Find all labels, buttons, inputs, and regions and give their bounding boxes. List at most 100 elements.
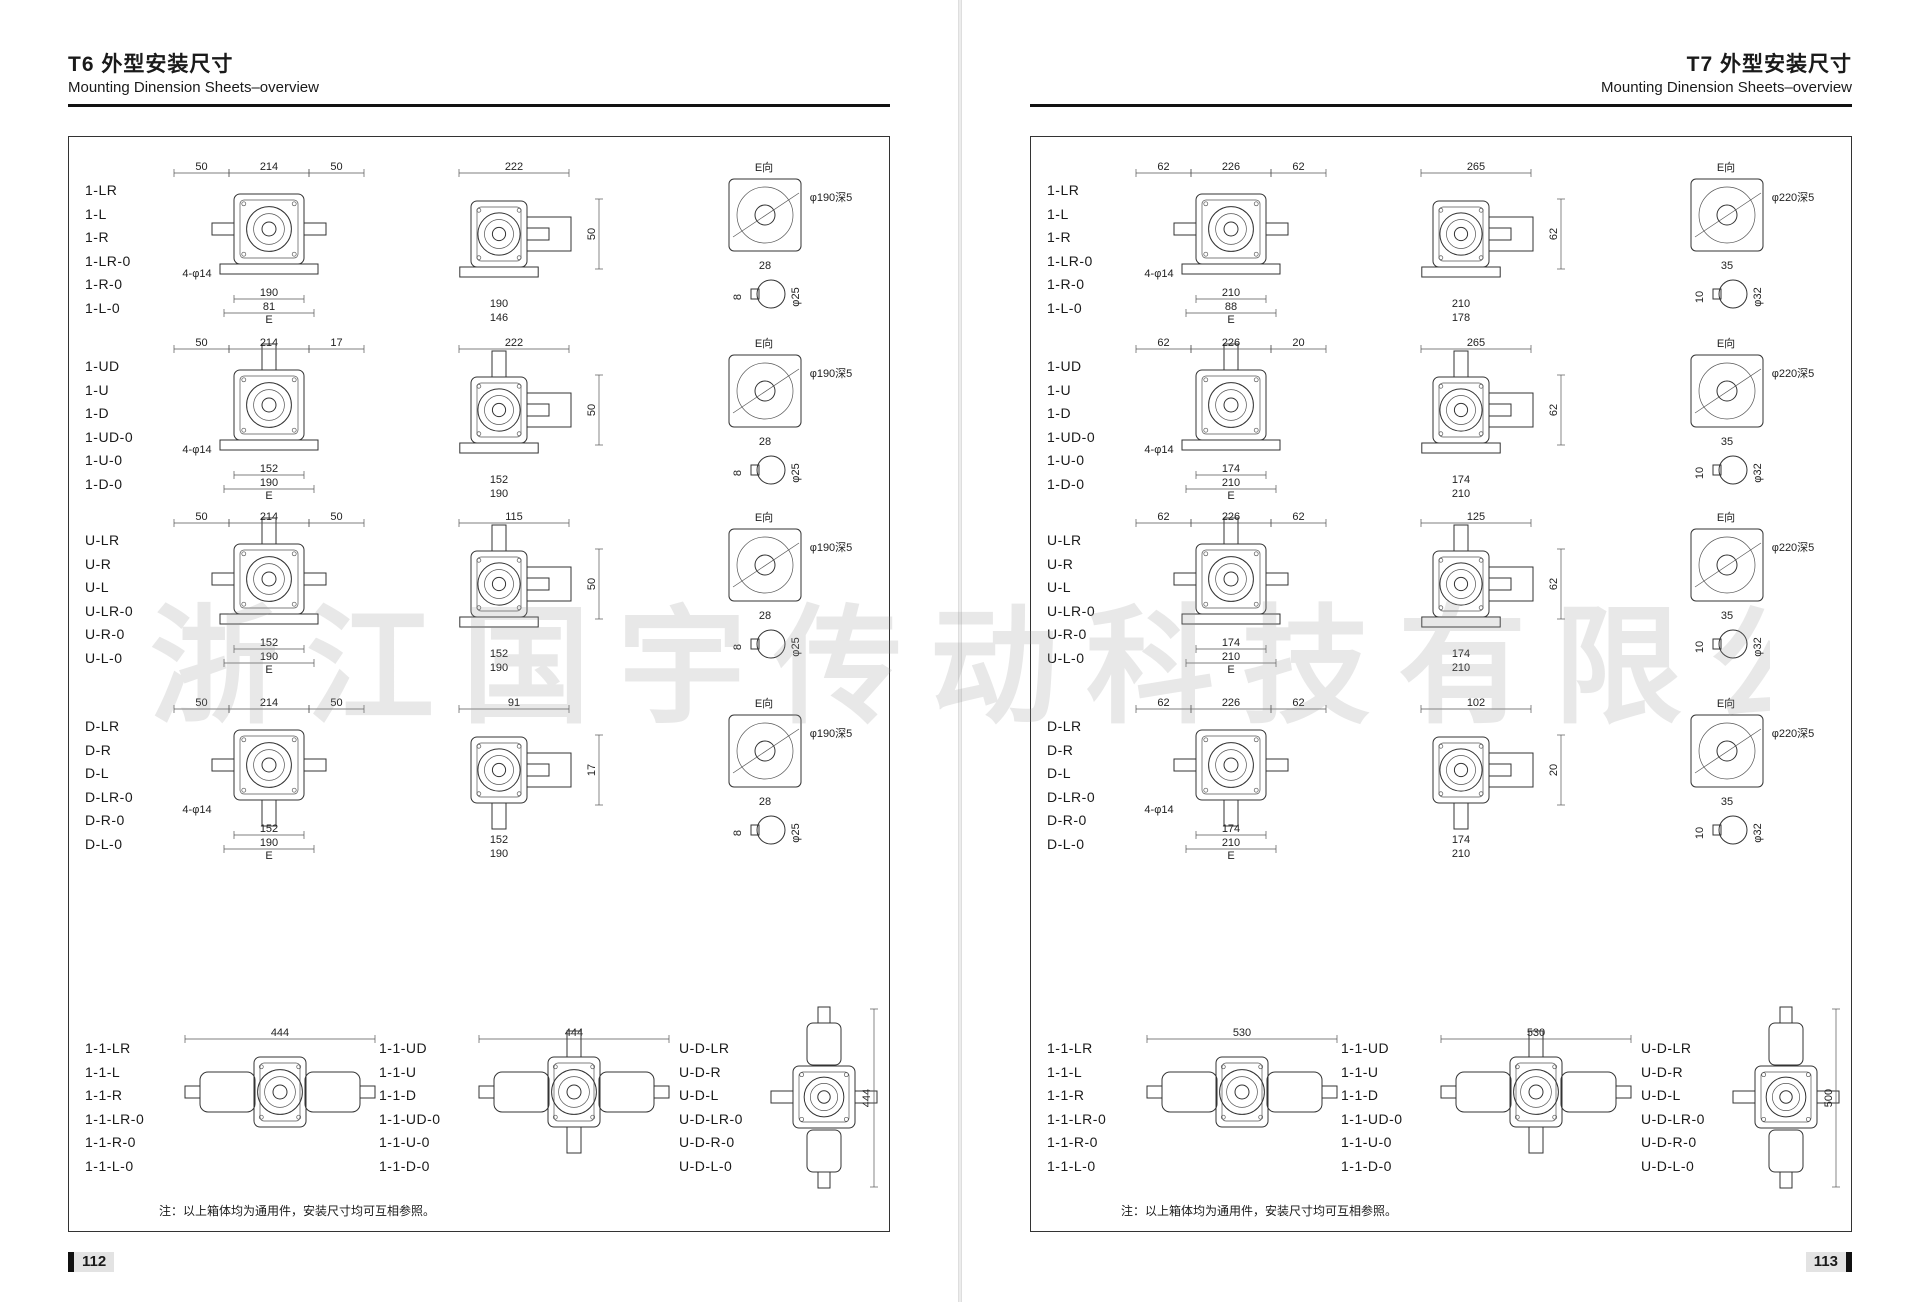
double-unit-drawing: 500 [1732,1005,1846,1195]
model-code: 1-UD-0 [1047,428,1096,445]
e-view-marker: E [265,314,272,326]
model-code: D-LR [1047,718,1082,734]
dim-label: 50 [330,511,342,523]
dim-label: 214 [260,511,278,523]
dim-label: 28 [759,610,771,622]
double-unit-drawing: 530 [1142,1027,1342,1177]
model-code: 1-1-R-0 [1047,1134,1098,1150]
dim-label: 210 [1222,287,1240,299]
model-code: U-D-R-0 [679,1134,735,1150]
dim-label: 265 [1467,161,1485,173]
dim-label: 8 [732,830,744,836]
dim-label: 226 [1222,337,1240,349]
model-code: U-D-L-0 [679,1157,733,1174]
model-code: 1-LR-0 [85,252,131,269]
model-code: 1-LR [85,182,118,198]
model-code: 1-1-R-0 [85,1134,136,1150]
right-page: T7 外型安装尺寸 Mounting Dinension Sheets–over… [962,0,1920,1302]
e-view-marker: E [265,490,272,502]
model-code: U-R [85,555,112,572]
model-code: 1-D-0 [1047,475,1085,492]
model-code: 1-1-UD [379,1040,428,1056]
dim-label: 17 [586,764,598,776]
e-view-title: E向 [1717,510,1735,524]
dim-label: 50 [330,161,342,173]
page-number: 113 [1805,1252,1852,1272]
model-code: U-D-R [1641,1063,1684,1080]
dim-label: φ25 [790,823,802,842]
dim-label: 62 [1157,511,1169,523]
page-title-en: Mounting Dinension Sheets–overview [68,79,319,96]
dim-label: 50 [586,228,598,240]
hole-depth-label: φ220深5 [1772,541,1815,554]
footnote: 注：以上箱体均为通用件，安装尺寸均可互相参照。 [1121,1204,1398,1218]
gearbox-body [1421,350,1512,454]
double-unit-drawing: 444 [180,1027,380,1177]
model-code: 1-D [1047,405,1072,421]
gearbox-body [211,729,327,827]
dim-label: 174 [1222,637,1240,649]
e-view-title: E向 [755,510,773,524]
model-code: U-LR-0 [85,602,134,619]
dim-label: 174 [1222,823,1240,835]
dim-label: 226 [1222,161,1240,173]
dim-label: 174 [1452,648,1470,660]
dim-label: 62 [1548,228,1560,240]
dim-label: 210 [1222,477,1240,489]
page-number: 112 [68,1252,115,1272]
model-code: 1-U-0 [1047,452,1085,468]
gearbox-body [1732,1065,1840,1129]
model-code: U-LR [1047,532,1082,548]
model-code: U-L-0 [1047,649,1085,666]
hole-depth-label: φ190深5 [810,191,853,204]
model-code: 1-L [1047,205,1069,222]
e-view-marker: E [265,850,272,862]
model-code: 1-1-UD-0 [1341,1110,1403,1127]
gearbox-body [459,200,550,278]
header-rule [1030,104,1852,107]
model-code: 1-UD-0 [85,428,134,445]
dim-label: 8 [732,470,744,476]
gearbox-body [1215,1056,1269,1128]
model-code: D-L-0 [1047,835,1085,852]
model-code: D-R-0 [1047,812,1087,828]
hole-spec-label: 4-φ14 [1144,444,1173,456]
model-code: 1-UD [1047,358,1082,374]
dim-label: 210 [1222,651,1240,663]
gearbox-body [1421,200,1512,278]
dim-label: 62 [1292,697,1304,709]
model-code: 1-L [85,205,107,222]
model-code: 1-1-L-0 [1047,1157,1096,1174]
dim-label: 152 [260,637,278,649]
gearbox-body [211,517,327,625]
dim-label: 20 [1548,764,1560,776]
dim-label: 35 [1721,436,1733,448]
dim-label: 125 [1467,511,1485,523]
dim-label: 28 [759,796,771,808]
gearbox-body [1173,517,1289,625]
model-code: U-L-0 [85,649,123,666]
dim-label: 50 [586,404,598,416]
dim-label: 20 [1292,337,1304,349]
model-code: 1-1-D [379,1087,417,1103]
model-code: U-R [1047,555,1074,572]
dim-label: 50 [195,337,207,349]
hole-spec-label: 4-φ14 [182,804,211,816]
